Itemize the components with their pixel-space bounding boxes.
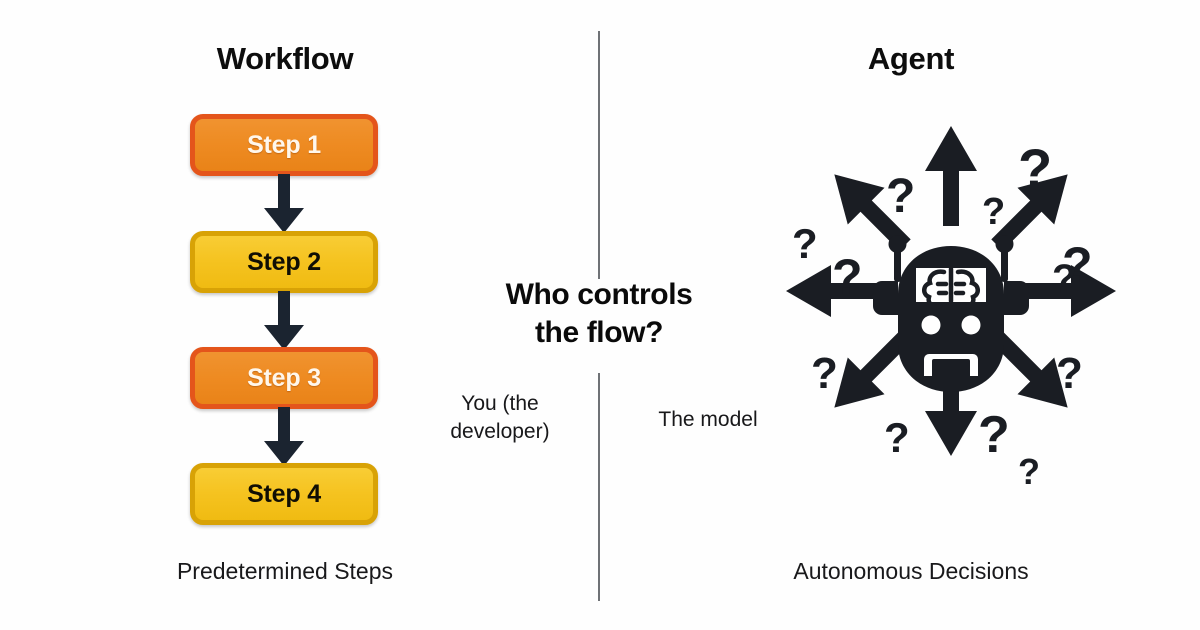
question-mark-icon: ? bbox=[1052, 257, 1076, 301]
vertical-divider-top bbox=[598, 31, 600, 279]
question-mark-icon: ? bbox=[832, 249, 863, 305]
workflow-step-4: Step 4 bbox=[190, 463, 378, 525]
robot-brain-icon bbox=[873, 235, 1029, 392]
agent-panel-title: Agent bbox=[867, 41, 955, 76]
question-mark-icon: ? bbox=[1018, 451, 1040, 486]
workflow-step-1: Step 1 bbox=[190, 114, 378, 176]
question-mark-icon: ? bbox=[886, 170, 915, 223]
radiating-arrow-icon bbox=[1016, 265, 1116, 317]
workflow-panel-title: Workflow bbox=[216, 41, 354, 76]
agent-caption: Autonomous Decisions bbox=[793, 558, 1029, 584]
down-arrow-icon bbox=[258, 291, 310, 351]
center-question: Who controls the flow? bbox=[426, 276, 772, 352]
workflow-step-2: Step 2 bbox=[190, 231, 378, 293]
radiating-arrow-icon bbox=[925, 126, 977, 226]
question-mark-icon: ? bbox=[884, 414, 910, 461]
question-mark-icon: ? bbox=[792, 220, 818, 267]
question-mark-icon: ? bbox=[1062, 237, 1093, 293]
radiating-arrow-icon bbox=[991, 331, 1068, 408]
agent-illustration: ? ? ? ? ? ? ? ? ? ? ? ? ? ? bbox=[756, 96, 1146, 486]
question-mark-icon: ? bbox=[982, 191, 1005, 233]
radiating-arrow-icon bbox=[834, 331, 911, 408]
down-arrow-icon bbox=[258, 174, 310, 234]
radiating-arrow-icon bbox=[834, 174, 911, 251]
question-mark-icon: ? bbox=[1018, 137, 1052, 200]
center-question-line2: the flow? bbox=[534, 316, 664, 350]
vertical-divider-bottom bbox=[598, 373, 600, 601]
answer-developer: You (the developer) bbox=[450, 392, 550, 443]
radiating-arrow-icon bbox=[786, 265, 886, 317]
workflow-caption: Predetermined Steps bbox=[176, 558, 394, 584]
question-mark-icon: ? bbox=[811, 349, 838, 398]
radiating-arrow-icon bbox=[991, 174, 1068, 251]
question-mark-icon: ? bbox=[978, 406, 1010, 464]
workflow-step-3: Step 3 bbox=[190, 347, 378, 409]
down-arrow-icon bbox=[258, 407, 310, 467]
radiating-arrow-icon bbox=[925, 356, 977, 456]
answer-model: The model bbox=[658, 408, 758, 431]
question-mark-icon: ? bbox=[1056, 349, 1083, 398]
center-question-line1: Who controls bbox=[505, 278, 693, 311]
